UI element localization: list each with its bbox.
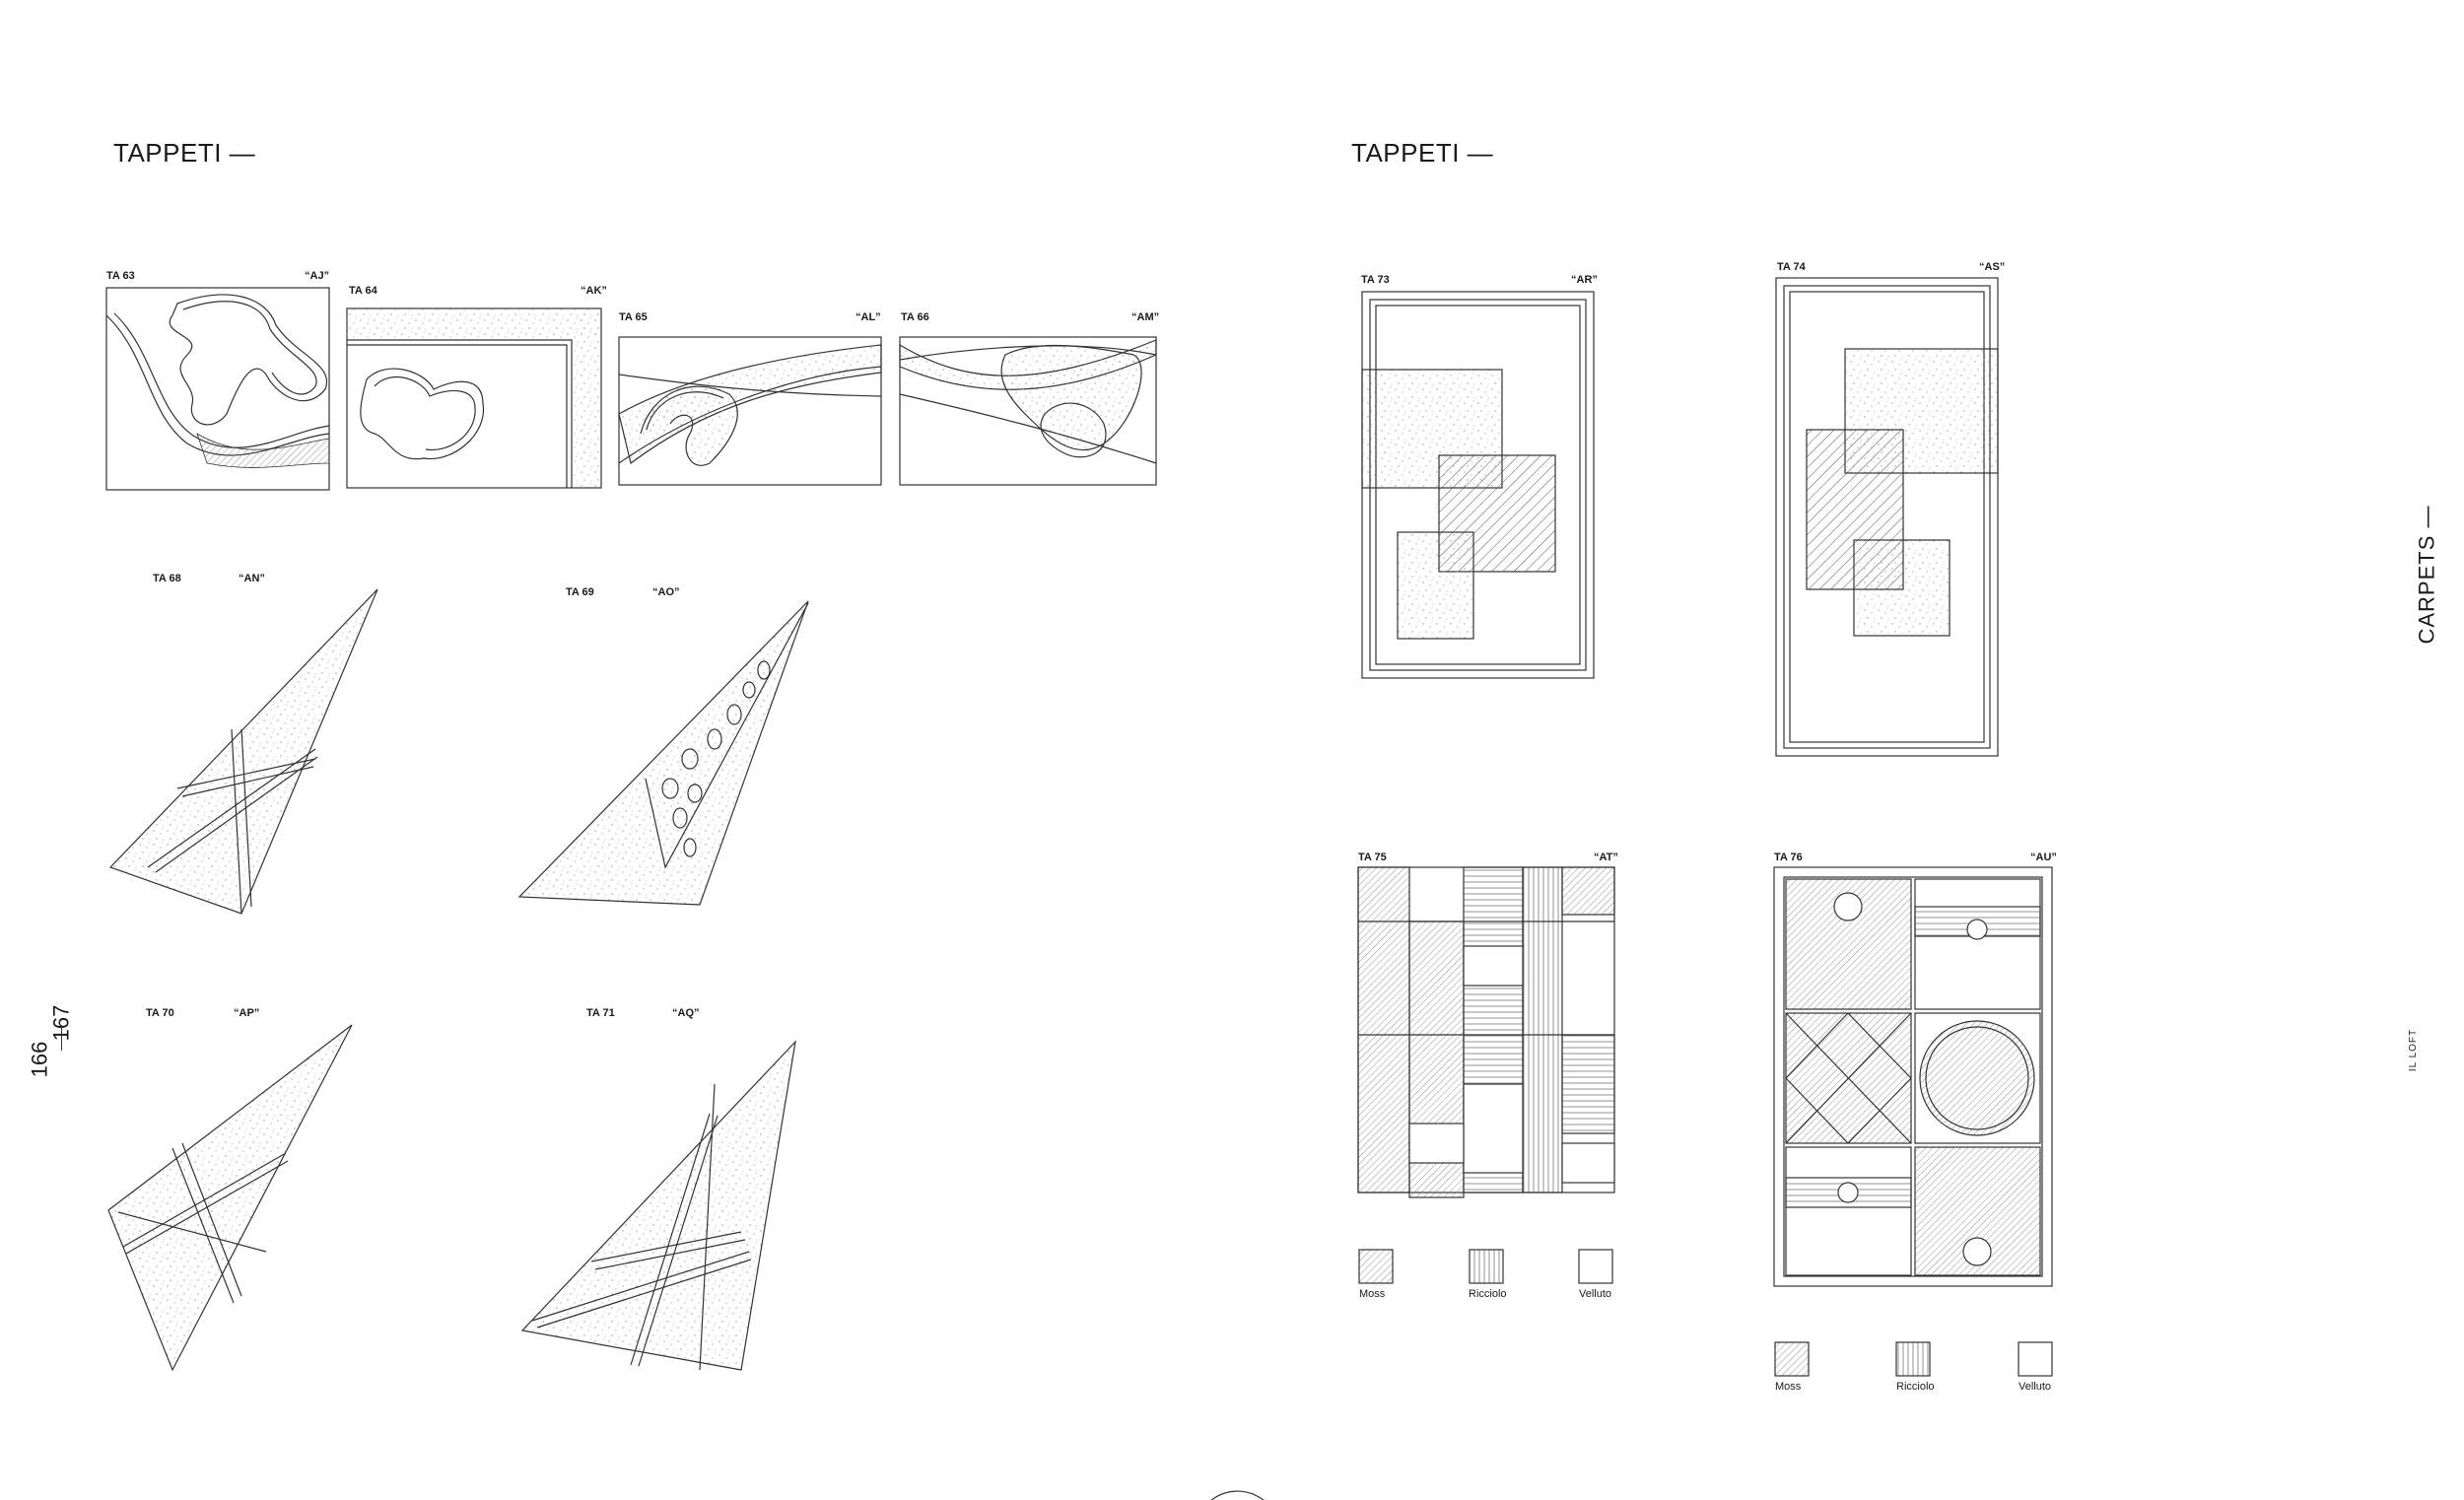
legend-velluto-label: Velluto bbox=[1579, 1288, 1612, 1300]
rug-code-ta63: TA 63 bbox=[106, 270, 135, 282]
rug-name-ak: “AK” bbox=[581, 285, 607, 297]
rug-ta65-drawing bbox=[618, 336, 882, 486]
rug-ta75-drawing bbox=[1357, 866, 1615, 1198]
rug-code-ta66: TA 66 bbox=[901, 311, 929, 323]
rug-code-ta75: TA 75 bbox=[1358, 852, 1387, 863]
rug-code-ta65: TA 65 bbox=[619, 311, 648, 323]
rug-code-ta69: TA 69 bbox=[566, 586, 594, 598]
rug-name-ar: “AR” bbox=[1571, 274, 1598, 286]
legend-ricciolo-label: Ricciolo bbox=[1469, 1288, 1507, 1300]
rug-ta69-drawing bbox=[517, 600, 809, 906]
rug-name-at: “AT” bbox=[1594, 852, 1618, 863]
rug-ta64-drawing bbox=[346, 307, 602, 489]
rug-name-ap: “AP” bbox=[234, 1007, 260, 1019]
legend-velluto-label-2: Velluto bbox=[2019, 1381, 2052, 1393]
legend-moss-label-2: Moss bbox=[1775, 1381, 1802, 1393]
legend-swatches bbox=[1358, 1249, 2053, 1377]
rug-ta71-drawing bbox=[520, 1040, 796, 1371]
rug-code-ta74: TA 74 bbox=[1777, 261, 1806, 273]
rug-ta68-drawing bbox=[108, 588, 378, 915]
rug-ta66-drawing bbox=[899, 336, 1157, 486]
rug-name-an: “AN” bbox=[239, 573, 265, 584]
legend-ricciolo-label-2: Ricciolo bbox=[1896, 1381, 1935, 1393]
rug-ta74-drawing bbox=[1775, 277, 1999, 757]
rug-name-ao: “AO” bbox=[652, 586, 680, 598]
rug-ta70-drawing bbox=[107, 1024, 353, 1372]
rug-name-al: “AL” bbox=[856, 311, 881, 323]
rug-name-aj: “AJ” bbox=[305, 270, 330, 282]
rug-code-ta76: TA 76 bbox=[1774, 852, 1803, 863]
page-number-divider bbox=[61, 1025, 62, 1051]
rug-code-ta64: TA 64 bbox=[349, 285, 377, 297]
rug-name-as: “AS” bbox=[1979, 261, 2006, 273]
rug-ta63-drawing bbox=[105, 287, 330, 491]
rug-code-ta68: TA 68 bbox=[153, 573, 181, 584]
binding-mark bbox=[1201, 1490, 1265, 1500]
rug-code-ta71: TA 71 bbox=[586, 1007, 615, 1019]
rug-name-aq: “AQ” bbox=[672, 1007, 700, 1019]
legend-moss-label: Moss bbox=[1359, 1288, 1386, 1300]
rug-ta73-drawing bbox=[1361, 291, 1595, 679]
rug-name-am: “AM” bbox=[1131, 311, 1160, 323]
rug-code-ta73: TA 73 bbox=[1361, 274, 1390, 286]
rug-name-au: “AU” bbox=[2030, 852, 2057, 863]
rug-code-ta70: TA 70 bbox=[146, 1007, 174, 1019]
rug-ta76-drawing bbox=[1773, 866, 2053, 1287]
left-page-title: TAPPETI — bbox=[113, 138, 256, 168]
right-page-title: TAPPETI — bbox=[1351, 138, 1494, 168]
